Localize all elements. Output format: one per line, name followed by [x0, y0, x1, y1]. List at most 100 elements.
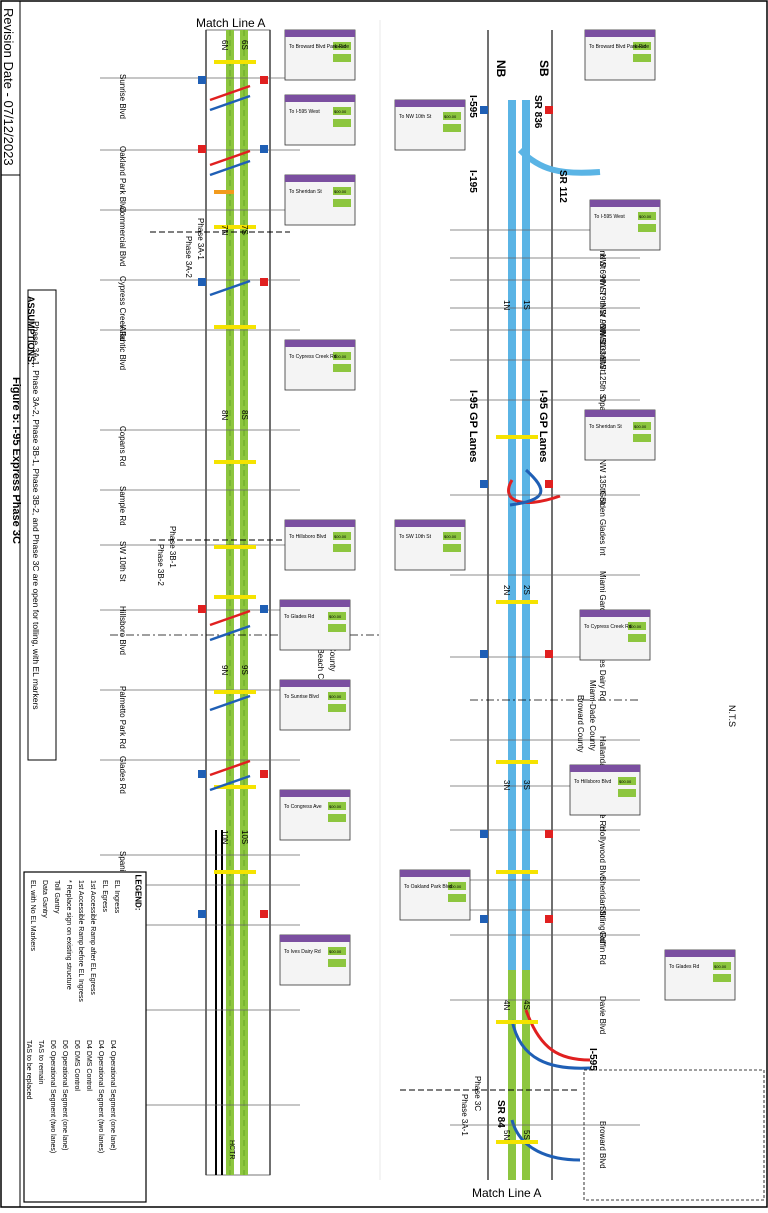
- dms-sign-panel: To Broward Blvd Park-Ride$00.00: [284, 29, 356, 81]
- sign-destination: To Ives Dairy Rd: [284, 949, 321, 955]
- segment-label: 5N: [502, 1130, 511, 1140]
- ramp-marker: [260, 145, 268, 153]
- legend-item: D4 DMS Control: [85, 1040, 92, 1091]
- phase-label: Phase 3C: [473, 1076, 482, 1111]
- ramp-marker: [198, 145, 206, 153]
- dms-sign-panel: To Glades Rd$00.00: [664, 949, 736, 1001]
- gp-lanes-label: I-95 GP Lanes: [537, 390, 549, 463]
- legend-item: * Replace sign on existing structure: [65, 880, 72, 990]
- legend: [23, 871, 147, 1203]
- ramp-marker: [260, 910, 268, 918]
- assumptions-box: [27, 289, 57, 761]
- sign-destination: To Hillsboro Blvd: [574, 779, 611, 785]
- ramp-marker: [480, 106, 488, 114]
- legend-item: D6 Operational Segment (one lane): [61, 1040, 68, 1151]
- ingress-arrow: [209, 94, 251, 112]
- sign-destination: To I-595 West: [289, 109, 320, 115]
- north-street-label: Atlantic Blvd: [118, 326, 127, 370]
- north-highway: [205, 29, 271, 1176]
- sign-toll: $00.00: [334, 44, 347, 49]
- dms-sign-panel: To Cypress Creek Rd$00.00: [579, 609, 651, 661]
- sign-toll: $00.00: [334, 534, 347, 539]
- segment-label: 7N: [220, 225, 229, 235]
- match-line-bottom: Match Line A: [472, 1186, 542, 1200]
- dms-sign-panel: To Broward Blvd Park-Ride$00.00: [584, 29, 656, 81]
- legend-item: Toll Gantry: [53, 880, 60, 914]
- gp-lanes-label: I-95 GP Lanes: [467, 390, 479, 463]
- highway-label: SR 836: [532, 95, 543, 129]
- segment-label: 3S: [522, 780, 531, 790]
- phase-label: Phase 3A-2: [184, 236, 193, 278]
- sign-toll: $00.00: [444, 534, 457, 539]
- sign-destination: To Cypress Creek Rd: [289, 354, 337, 360]
- north-street-label: Commercial Blvd: [118, 206, 127, 266]
- segment-label: 10S: [240, 830, 249, 844]
- toll-gantry: [214, 225, 256, 229]
- sign-destination: To Glades Rd: [284, 614, 315, 620]
- dms-sign-panel: To Ives Dairy Rd$00.00: [279, 934, 351, 986]
- dms-sign-panel: To Oakland Park Blvd$00.00: [399, 869, 471, 921]
- segment-label: 10N: [220, 830, 229, 845]
- sign-destination: To Broward Blvd Park-Ride: [289, 44, 349, 50]
- ingress-arrow: [209, 624, 251, 642]
- sign-toll: $00.00: [334, 189, 347, 194]
- data-gantry: [214, 190, 234, 194]
- dms-sign-panel: To SW 10th St $00.00: [394, 519, 466, 571]
- bound-label: SB: [537, 60, 551, 77]
- segment-label: 8S: [240, 410, 249, 420]
- segment-label: 1S: [522, 300, 531, 310]
- revision-date: Revision Date - 07/12/2023: [1, 8, 16, 166]
- ramp-marker: [545, 650, 553, 658]
- egress-arrow: [209, 759, 251, 777]
- dms-sign-panel: To Cypress Creek Rd$00.00: [284, 339, 356, 391]
- sign-destination: To Oakland Park Blvd: [404, 884, 452, 890]
- south-street-label: Golden Glades Int: [598, 491, 607, 556]
- sign-toll: $00.00: [444, 114, 457, 119]
- legend-item: 1st Accessible Ramp before EL Ingress: [77, 880, 84, 1002]
- dms-sign-panel: To Glades Rd$00.00: [279, 599, 351, 651]
- toll-gantry: [214, 460, 256, 464]
- legend-item: TAS to remain: [37, 1040, 44, 1085]
- sign-toll: $00.00: [334, 354, 347, 359]
- legend-item: D4 Operational Segment (one lane): [109, 1040, 116, 1151]
- dms-sign-panel: To Congress Ave$00.00: [279, 789, 351, 841]
- dms-sign-panel: To I-595 West $00.00: [284, 94, 356, 146]
- sign-toll: $00.00: [334, 109, 347, 114]
- segment-label: 1N: [502, 300, 511, 310]
- ramp-marker: [260, 278, 268, 286]
- sign-destination: To Sheridan St: [589, 424, 622, 430]
- figure-title: Figure 5: I-95 Express Phase 3C: [10, 377, 22, 544]
- segment-label: 2N: [502, 585, 511, 595]
- county-upper-south: Miami-Dade County: [588, 680, 597, 751]
- toll-gantry: [214, 545, 256, 549]
- north-street-label: Hillsboro Blvd: [118, 606, 127, 655]
- rail-label: HCTR: [228, 1140, 235, 1159]
- ramp-marker: [260, 76, 268, 84]
- dms-sign-panel: To Hillsboro Blvd$00.00: [284, 519, 356, 571]
- phase-label: Phase 3A-1: [196, 218, 205, 260]
- ramp-marker: [260, 770, 268, 778]
- segment-label: 6N: [220, 40, 229, 50]
- south-street-label: Miami Gardens Dr: [598, 571, 607, 636]
- sign-destination: To SW 10th St: [399, 534, 432, 540]
- toll-gantry: [214, 690, 256, 694]
- ramp-marker: [198, 278, 206, 286]
- bound-label: NB: [494, 60, 508, 78]
- north-street-label: Copans Rd: [118, 426, 127, 466]
- sign-toll: $00.00: [714, 964, 727, 969]
- legend-heading: LEGEND:: [133, 874, 143, 911]
- sign-destination: To Sheridan St: [289, 189, 322, 195]
- ingress-egress-arrows: [198, 76, 553, 923]
- dms-sign-panel: To Sheridan St $00.00: [284, 174, 356, 226]
- ramp-marker: [545, 830, 553, 838]
- county-lower-north: Palm Beach County: [316, 628, 325, 699]
- dms-sign-panel: To Sheridan St$00.00: [584, 409, 656, 461]
- toll-gantry: [214, 325, 256, 329]
- toll-gantry: [496, 1020, 538, 1024]
- ramp-marker: [480, 480, 488, 488]
- toll-gantry: [214, 60, 256, 64]
- sign-toll: $00.00: [629, 624, 642, 629]
